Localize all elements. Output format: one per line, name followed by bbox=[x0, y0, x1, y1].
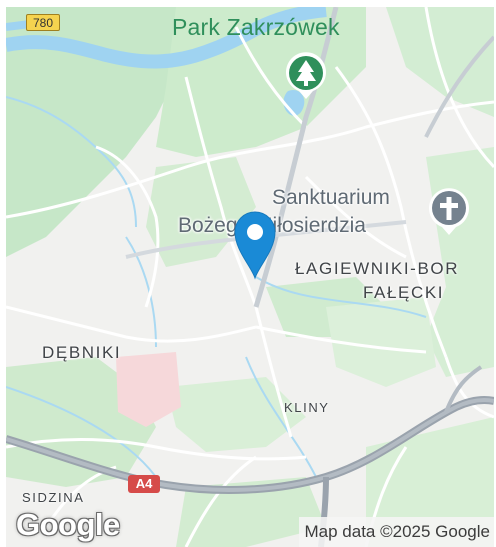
green-area-bottom bbox=[176, 477, 326, 547]
park-label[interactable]: Park Zakrzówek bbox=[172, 14, 340, 40]
google-logo[interactable]: Google bbox=[16, 507, 120, 542]
district-label-debniki: DĘBNIKI bbox=[42, 343, 122, 362]
green-area-southeast bbox=[326, 297, 436, 387]
district-label-lagiewniki: ŁAGIEWNIKI-BOR bbox=[295, 259, 460, 278]
tree-icon[interactable] bbox=[283, 51, 329, 101]
district-label-lagiewniki-2: FAŁĘCKI bbox=[363, 283, 445, 302]
green-area-south bbox=[166, 377, 306, 452]
location-pin-icon[interactable] bbox=[233, 210, 277, 280]
highway-link bbox=[444, 365, 483, 413]
stream bbox=[245, 356, 317, 478]
stream bbox=[6, 96, 137, 228]
pink-area bbox=[116, 352, 181, 427]
district-label-sidzina: SIDZINA bbox=[22, 490, 85, 505]
stream bbox=[125, 236, 157, 348]
green-area-bottom-right bbox=[366, 417, 494, 547]
highway-a4-inner bbox=[6, 398, 494, 492]
stream bbox=[6, 386, 157, 478]
district-label-kliny: KLINY bbox=[284, 400, 330, 415]
river bbox=[6, 7, 327, 69]
poi-label-line1[interactable]: Sanktuarium bbox=[272, 186, 390, 209]
green-area-west bbox=[6, 7, 181, 257]
route-shield-780: 780 bbox=[26, 14, 60, 31]
highway-shield-a4: A4 bbox=[128, 475, 160, 493]
stream bbox=[255, 276, 427, 318]
cross-icon[interactable] bbox=[426, 185, 472, 237]
main-road bbox=[424, 35, 494, 138]
map-base[interactable] bbox=[6, 7, 494, 547]
map-attribution[interactable]: Map data ©2025 Google bbox=[298, 517, 494, 547]
green-area-northeast bbox=[386, 7, 494, 117]
map-view[interactable]: 780 Park Zakrzówek Sanktuarium Bożego Mi… bbox=[6, 7, 494, 547]
